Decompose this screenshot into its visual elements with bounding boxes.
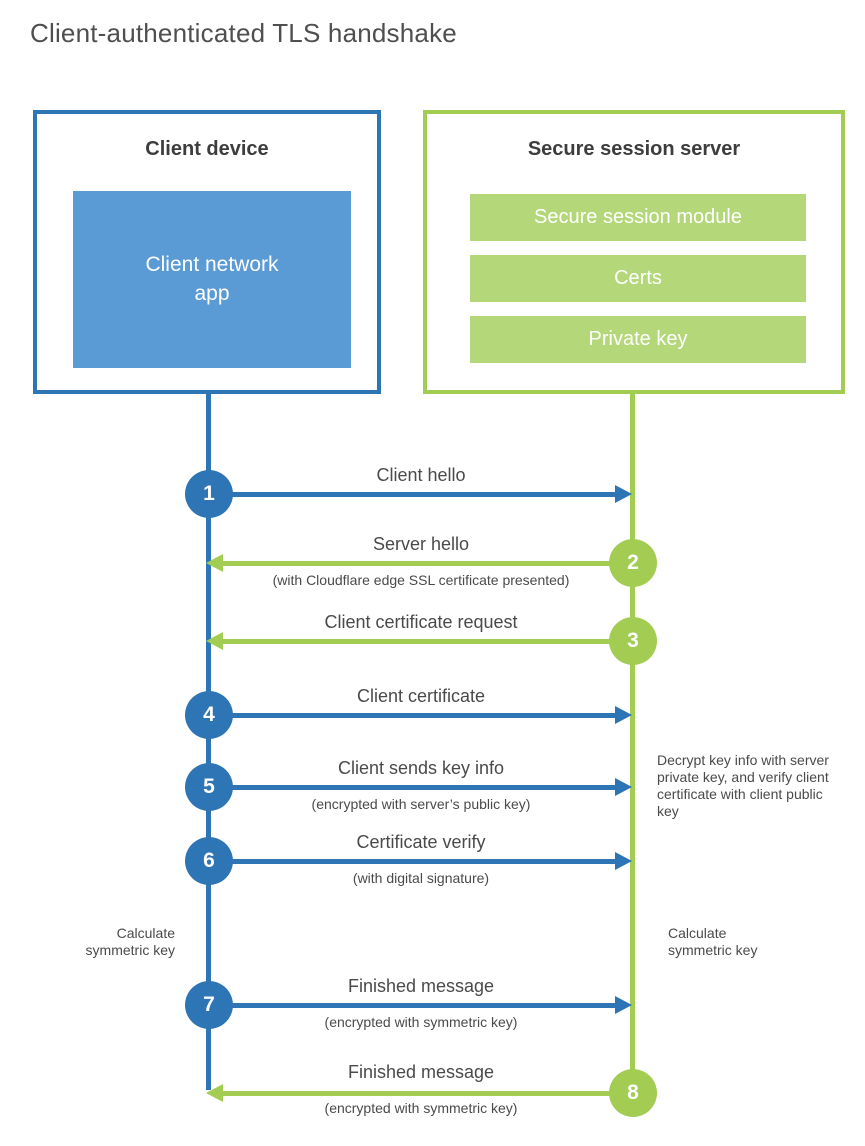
certs-bar: Certs: [470, 255, 806, 302]
step-5-arrow: [209, 785, 618, 790]
step-3-arrow: [222, 639, 633, 644]
private-key-bar: Private key: [470, 316, 806, 363]
client-device-box: Client device Client network app: [33, 110, 381, 394]
step-2-circle: 2: [609, 539, 657, 587]
step-1-arrow: [209, 492, 618, 497]
step-5-label: Client sends key info: [337, 758, 505, 778]
client-lifeline: [206, 392, 211, 1090]
step-4-circle: 4: [185, 691, 233, 739]
step-4-label: Client certificate: [356, 686, 486, 706]
step-8-arrowhead-icon: [206, 1084, 223, 1102]
step-8-arrow: [222, 1091, 633, 1096]
step-7-circle: 7: [185, 981, 233, 1029]
step-6-arrow: [209, 859, 618, 864]
step-6-sublabel: (with digital signature): [352, 870, 490, 886]
client-device-title: Client device: [145, 138, 269, 160]
step-2-sublabel: (with Cloudflare edge SSL certificate pr…: [272, 572, 570, 588]
step-5-arrowhead-icon: [615, 778, 632, 796]
step-3-circle: 3: [609, 617, 657, 665]
secure-session-server-title: Secure session server: [527, 138, 741, 160]
step-3-arrowhead-icon: [206, 632, 223, 650]
step-8-label: Finished message: [347, 1062, 495, 1082]
step-2-arrowhead-icon: [206, 554, 223, 572]
step-3-label: Client certificate request: [324, 612, 518, 632]
step-1-circle: 1: [185, 470, 233, 518]
step-5-circle: 5: [185, 763, 233, 811]
step-4-arrowhead-icon: [615, 706, 632, 724]
client-network-app-label: Client network app: [145, 253, 279, 305]
step-2-label: Server hello: [372, 534, 470, 554]
step-7-label: Finished message: [347, 976, 495, 996]
calc-symmetric-key-left: Calculate symmetric key: [85, 925, 175, 959]
step-8-sublabel: (encrypted with symmetric key): [324, 1100, 518, 1116]
calc-symmetric-key-right: Calculate symmetric key: [668, 925, 758, 959]
page-title: Client-authenticated TLS handshake: [30, 18, 457, 48]
step-6-circle: 6: [185, 837, 233, 885]
step-5-sublabel: (encrypted with server’s public key): [311, 796, 531, 812]
step-1-label: Client hello: [376, 465, 466, 485]
step-6-label: Certificate verify: [356, 832, 486, 852]
secure-session-module-bar: Secure session module: [470, 194, 806, 241]
step-7-arrowhead-icon: [615, 996, 632, 1014]
client-network-app-box: Client network app: [73, 191, 351, 368]
step-6-arrowhead-icon: [615, 852, 632, 870]
step-8-circle: 8: [609, 1069, 657, 1117]
decrypt-note: Decrypt key info with server private key…: [657, 752, 829, 820]
step-4-arrow: [209, 713, 618, 718]
step-2-arrow: [222, 561, 633, 566]
secure-session-server-box: Secure session server Secure session mod…: [423, 110, 845, 394]
server-lifeline: [630, 392, 635, 1093]
step-1-arrowhead-icon: [615, 485, 632, 503]
step-7-sublabel: (encrypted with symmetric key): [324, 1014, 518, 1030]
step-7-arrow: [209, 1003, 618, 1008]
